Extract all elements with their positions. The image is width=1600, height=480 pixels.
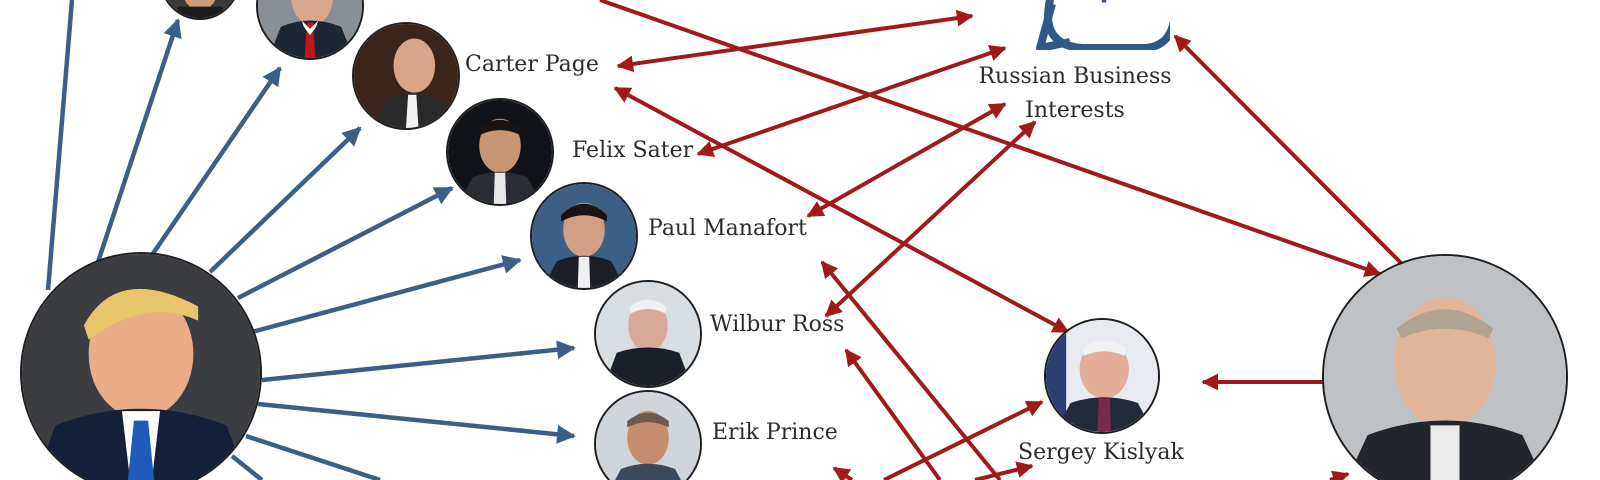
svg-text:$: $	[1085, 0, 1124, 8]
avatar-trump	[20, 252, 262, 480]
link-manafort-kislyak	[820, 260, 1002, 480]
link-to-paul-manafort	[251, 255, 522, 335]
label-carter-page: Carter Page	[465, 52, 599, 77]
avatar-paul-manafort	[530, 182, 638, 290]
link-down-2	[230, 454, 264, 480]
label-felix-sater: Felix Sater	[572, 138, 694, 163]
avatar-erik-prince	[594, 390, 702, 480]
avatar-sergey-kislyak	[1044, 318, 1160, 434]
label-sergey-kislyak: Sergey Kislyak	[1018, 440, 1184, 465]
link-top-to-putin	[599, 0, 1382, 277]
link-to-wilbur-ross	[261, 340, 576, 383]
label-paul-manafort: Paul Manafort	[648, 216, 807, 241]
link-to-carter-page	[208, 126, 362, 274]
trump-links	[45, 0, 576, 480]
link-to-putin-bottom	[1329, 470, 1350, 480]
link-left-edge	[45, 0, 75, 291]
link-to-kislyak-lower	[883, 400, 1044, 480]
link-erik-prince-down	[832, 466, 854, 480]
avatar-felix-sater	[446, 98, 554, 206]
label-russian-business-interests: Russian Business Interests	[970, 60, 1180, 128]
label-russian-business-line1: Russian Business	[978, 64, 1172, 89]
link-to-erik-prince	[257, 401, 576, 444]
link-felix-sater-russian-business	[696, 44, 1007, 158]
label-erik-prince: Erik Prince	[712, 420, 838, 445]
link-putin-russian-business	[1173, 34, 1412, 274]
dollar-speech-bubble-icon: $	[1036, 0, 1170, 50]
link-down-1	[245, 433, 381, 480]
link-to-kislyak-bottom	[974, 461, 1034, 480]
label-russian-business-line2: Interests	[1025, 98, 1125, 123]
link-to-top-portrait-2	[150, 66, 282, 257]
link-to-top-portrait-1	[95, 18, 182, 263]
label-wilbur-ross: Wilbur Ross	[710, 312, 845, 337]
link-carter-page-russian-business	[616, 9, 974, 73]
link-to-felix-sater	[236, 185, 454, 301]
avatar-carter-page	[352, 22, 460, 130]
russia-links	[599, 0, 1412, 480]
avatar-putin	[1322, 254, 1568, 480]
avatar-wilbur-ross	[594, 280, 702, 388]
link-carter-page-kislyak	[613, 86, 1070, 334]
